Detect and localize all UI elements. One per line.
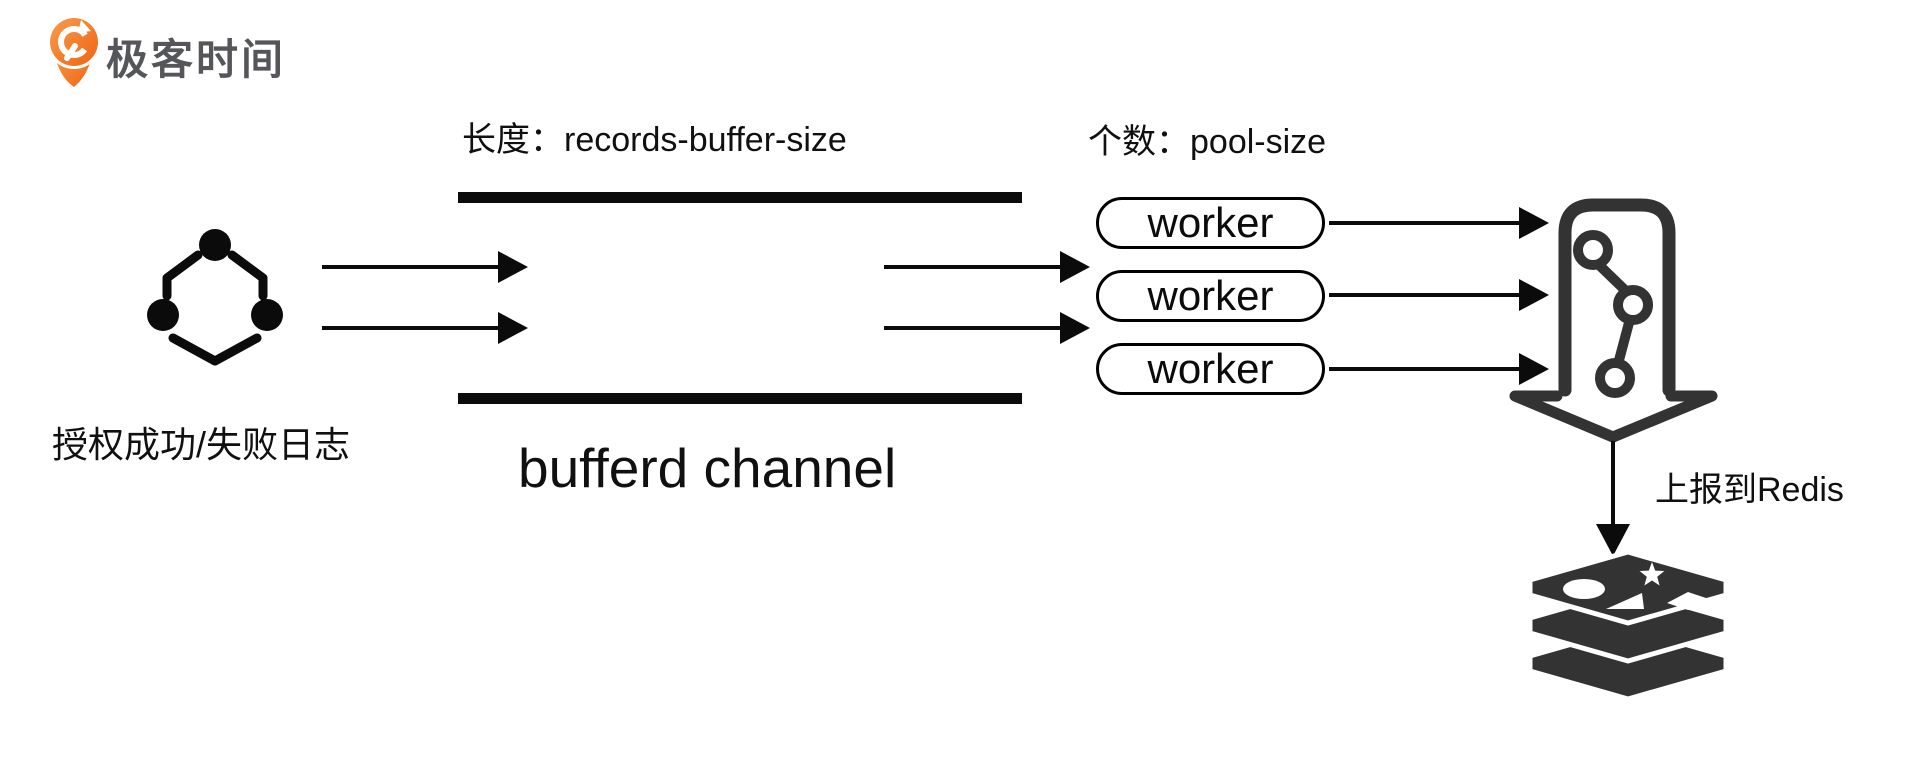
worker-node-3: worker (1096, 343, 1325, 395)
worker-node-1: worker (1096, 197, 1325, 249)
share-node-icon (147, 229, 283, 366)
source-label: 授权成功/失败日志 (52, 424, 351, 465)
worker-label: worker (1147, 345, 1274, 392)
geektime-logo-icon (48, 16, 100, 87)
worker-label: worker (1147, 199, 1274, 246)
redis-sink-arrow-icon (1509, 198, 1718, 443)
redis-db-icon (1527, 551, 1729, 702)
arrow-channel-to-workers-1 (884, 265, 1060, 269)
channel-bottom-wall (458, 393, 1022, 404)
arrow-worker3-to-sink (1329, 367, 1519, 371)
brand-name: 极客时间 (106, 36, 287, 83)
arrow-channel-to-workers-2 (884, 326, 1060, 330)
worker-node-2: worker (1096, 270, 1325, 322)
report-to-redis-label: 上报到Redis (1655, 471, 1844, 509)
worker-label: worker (1147, 272, 1274, 319)
arrow-source-to-channel-2 (322, 326, 498, 330)
arrow-source-to-channel-1 (322, 265, 498, 269)
channel-top-wall (458, 192, 1022, 203)
pool-size-label: 个数：pool-size (1088, 123, 1327, 161)
arrow-sink-to-redis (1611, 441, 1615, 525)
channel-length-label: 长度：records-buffer-size (462, 121, 847, 159)
arrow-worker1-to-sink (1329, 221, 1519, 225)
arrow-worker2-to-sink (1329, 293, 1519, 297)
channel-label: bufferd channel (518, 437, 897, 499)
